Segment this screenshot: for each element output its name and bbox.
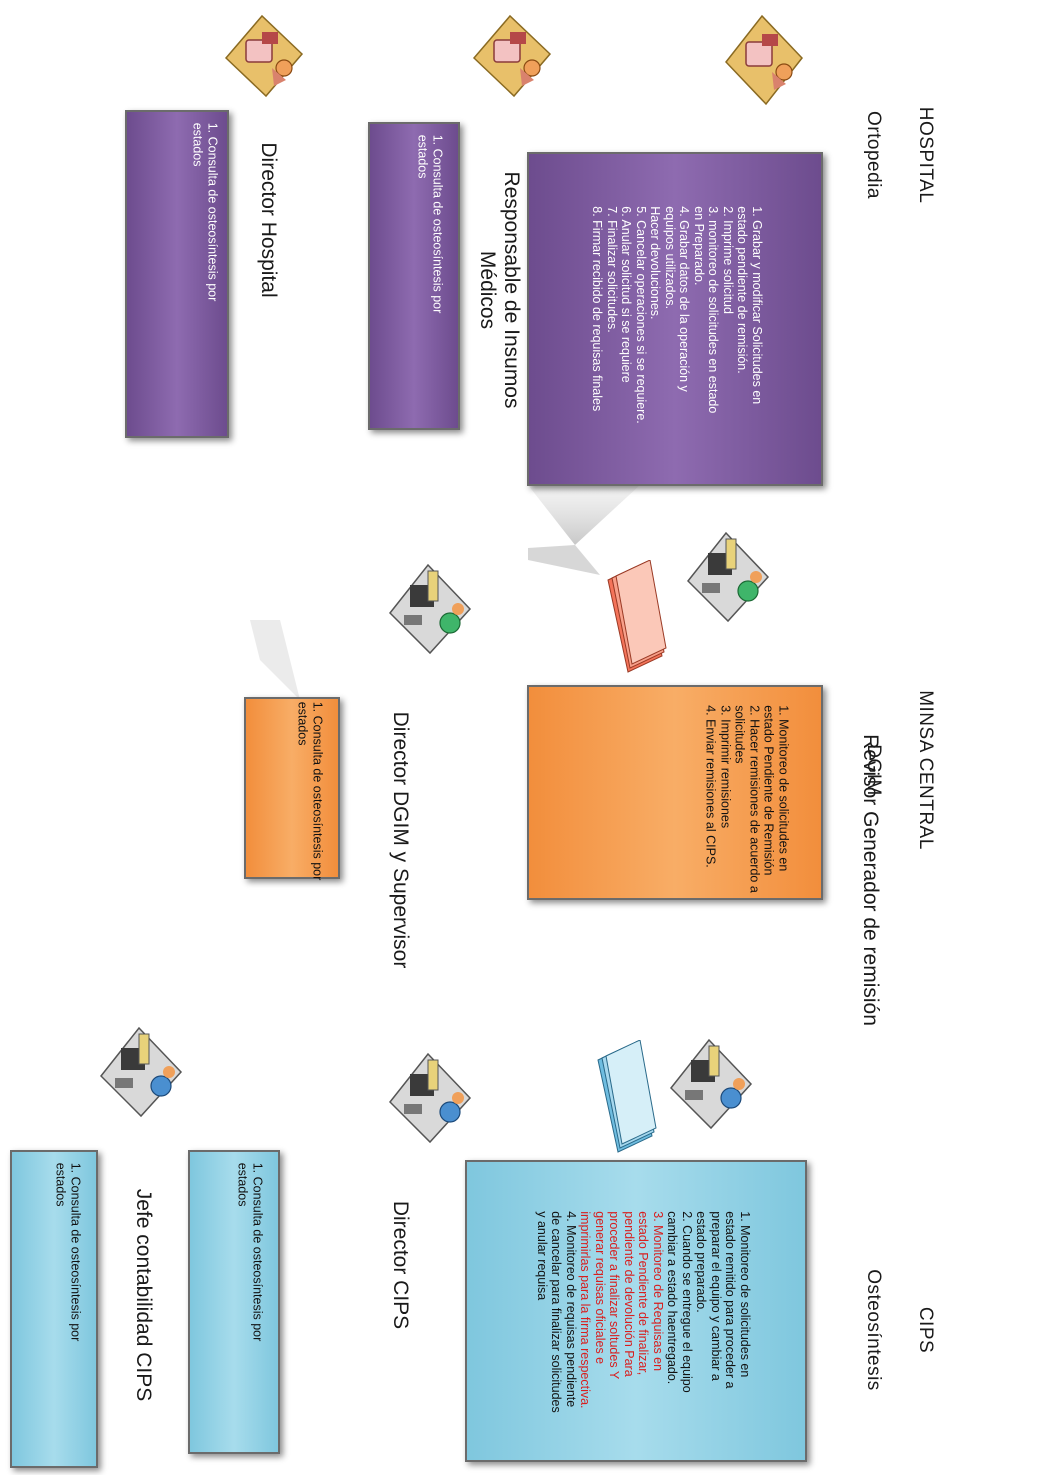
- box-director-dgim-consulta: 1. Consulta de osteosíntesis por estados: [244, 697, 340, 881]
- role-jefe-contabilidad: Jefe contabilidad CIPS: [132, 1188, 155, 1402]
- box-responsable-consulta: 1. Consulta de osteosíntesis por estados: [368, 122, 460, 430]
- box-dgim-tasks-text: 1. Monitoreo de solicitudes en estado Pe…: [704, 705, 791, 893]
- person-at-computer-icon: [388, 1052, 472, 1144]
- role-director-dgim: Director DGIM y Supervisor: [389, 711, 412, 969]
- box-director-dgim-consulta-text: 1. Consulta de osteosíntesis por estados: [296, 701, 325, 881]
- role-revisor: Revisor Generador de remisión: [859, 734, 882, 1026]
- role-responsable-insumos: Responsable de Insumos Médicos: [476, 171, 523, 409]
- box-cips-tasks: 1. Monitoreo de solicitudes en estado re…: [465, 1160, 807, 1462]
- box-jefe-consulta: 1. Consulta de osteosíntesis por estados: [10, 1150, 98, 1468]
- document-stack-icon: [607, 560, 667, 673]
- box-cips-tasks-text: 1. Monitoreo de solicitudes en estado re…: [534, 1211, 752, 1413]
- box-director-cips-consulta-text: 1. Consulta de osteosíntesis por estados: [236, 1162, 265, 1342]
- box-director-hospital-consulta-text: 1. Consulta de osteosíntesis por estados: [191, 122, 220, 302]
- box-responsable-consulta-text: 1. Consulta de osteosíntesis por estados: [416, 134, 445, 314]
- header-ortopedia: Ortopedia: [863, 111, 884, 199]
- funnel-shadow-hospital: [528, 485, 640, 545]
- box-director-cips-consulta: 1. Consulta de osteosíntesis por estados: [188, 1150, 280, 1454]
- box-director-hospital-consulta: 1. Consulta de osteosíntesis por estados: [125, 110, 229, 438]
- header-hospital: HOSPITAL: [915, 106, 936, 204]
- person-at-desk-icon: [472, 14, 552, 98]
- faint-shadow: [250, 620, 300, 700]
- header-osteosintesis: Osteosíntesis: [863, 1269, 884, 1391]
- document-stack-icon: [597, 1040, 657, 1153]
- box-dgim-tasks: 1. Monitoreo de solicitudes en estado Pe…: [527, 685, 823, 900]
- role-director-hospital: Director Hospital: [257, 142, 280, 298]
- box-ortopedia-tasks-text: 1. Grabar y modificar Solicitudes en est…: [590, 206, 765, 424]
- funnel-shadow-hospital-tip: [528, 545, 600, 575]
- header-minsa-central: MINSA CENTRAL: [915, 690, 936, 850]
- person-at-computer-icon: [669, 1038, 753, 1130]
- person-at-computer-icon: [99, 1026, 183, 1118]
- box-jefe-consulta-text: 1. Consulta de osteosíntesis por estados: [54, 1162, 83, 1342]
- header-cips: CIPS: [915, 1306, 936, 1354]
- person-at-computer-icon: [686, 531, 770, 623]
- person-at-desk-icon: [224, 14, 304, 98]
- box-ortopedia-tasks: 1. Grabar y modificar Solicitudes en est…: [527, 152, 823, 486]
- person-at-desk-icon: [725, 14, 803, 106]
- role-director-cips: Director CIPS: [389, 1200, 412, 1330]
- person-at-computer-icon: [388, 563, 472, 655]
